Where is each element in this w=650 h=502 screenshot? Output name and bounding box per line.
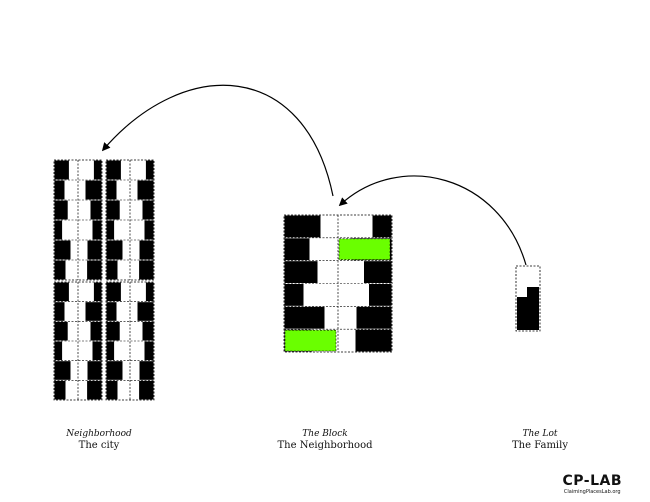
label-lot-subtitle: The Family	[512, 440, 568, 451]
label-neighborhood: Neighborhood The city	[19, 428, 179, 452]
label-block-subtitle: The Neighborhood	[277, 440, 373, 451]
brand-url: ClaimingPlacesLab.org	[563, 489, 621, 495]
label-neighborhood-title: Neighborhood	[66, 429, 132, 439]
label-block-title: The Block	[302, 429, 348, 439]
neighborhood-grid	[53, 159, 155, 401]
block-diagram	[283, 214, 393, 353]
label-lot-title: The Lot	[522, 429, 558, 439]
brand-logo: CP-LAB ClaimingPlacesLab.org	[562, 474, 622, 496]
arrow-curved-icon	[338, 175, 527, 266]
label-neighborhood-subtitle: The city	[78, 440, 120, 451]
label-block: The Block The Neighborhood	[245, 428, 405, 452]
lot-diagram	[515, 265, 541, 332]
label-lot: The Lot The Family	[460, 428, 620, 452]
brand-name: CP-LAB	[562, 473, 622, 489]
arrow-curved-icon	[101, 84, 334, 197]
